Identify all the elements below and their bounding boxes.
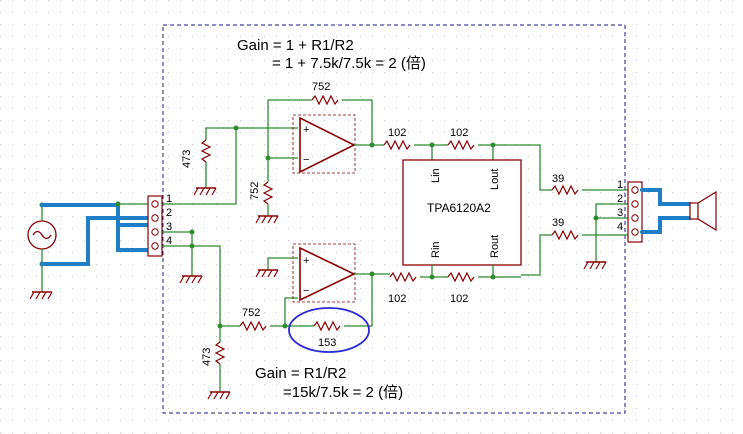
resistor-label-out-top: 39	[552, 173, 564, 185]
resistor-label-bottom-series-1: 102	[388, 293, 406, 305]
left-connector	[147, 195, 163, 257]
svg-text:+: +	[303, 124, 309, 136]
left-pin-2: 2	[166, 207, 172, 219]
chip-name: TPA6120A2	[427, 201, 491, 215]
resistor-icon	[200, 139, 212, 163]
svg-text:−: −	[303, 154, 309, 166]
bottom-gain-equation-line1: Gain = R1/R2	[255, 365, 346, 382]
ground-icon	[255, 269, 279, 278]
resistor-label-bottom-shunt: 473	[201, 348, 213, 366]
speaker-icon	[689, 190, 717, 232]
opamp-icon: + −	[292, 114, 356, 174]
ground-icon	[207, 391, 231, 400]
left-pin-4: 4	[166, 235, 172, 247]
svg-text:−: −	[303, 285, 309, 297]
resistor-label-top-ground: 752	[249, 182, 261, 200]
right-pin-2: 2	[617, 193, 623, 205]
chip-pin-lout: Lout	[489, 169, 501, 190]
resistor-label-top-shunt: 473	[181, 150, 193, 168]
right-pin-1: 1	[617, 179, 623, 191]
resistor-label-top-series-1: 102	[388, 127, 406, 139]
left-pin-3: 3	[166, 221, 172, 233]
right-connector	[627, 181, 643, 243]
right-pin-4: 4	[617, 221, 623, 233]
opamp-icon: + −	[292, 243, 356, 303]
resistor-label-bottom-feedback: 153	[318, 337, 336, 349]
ground-icon	[255, 215, 279, 224]
board-outline	[162, 24, 626, 414]
ground-icon	[193, 187, 217, 196]
resistor-label-out-bottom: 39	[552, 217, 564, 229]
ground-icon	[179, 275, 203, 284]
chip-pin-rout: Rout	[489, 235, 501, 258]
tpa6120a2-chip	[402, 159, 522, 266]
svg-text:+: +	[303, 255, 309, 267]
ground-icon	[583, 261, 607, 270]
chip-pin-lin: Lin	[430, 168, 442, 183]
top-gain-equation-line1: Gain = 1 + R1/R2	[237, 37, 354, 54]
resistor-label-top-series-2: 102	[450, 127, 468, 139]
resistor-label-bottom-input: 752	[242, 307, 260, 319]
chip-pin-rin: Rin	[430, 241, 442, 258]
resistor-label-top-feedback: 752	[312, 81, 330, 93]
highlight-ellipse	[288, 307, 370, 353]
bottom-gain-equation-line2: =15k/7.5k = 2 (倍)	[283, 384, 403, 401]
top-gain-equation-line2: = 1 + 7.5k/7.5k = 2 (倍)	[272, 55, 426, 72]
right-pin-3: 3	[617, 207, 623, 219]
left-pin-1: 1	[166, 193, 172, 205]
resistor-label-bottom-series-2: 102	[450, 293, 468, 305]
ground-icon	[29, 291, 53, 300]
